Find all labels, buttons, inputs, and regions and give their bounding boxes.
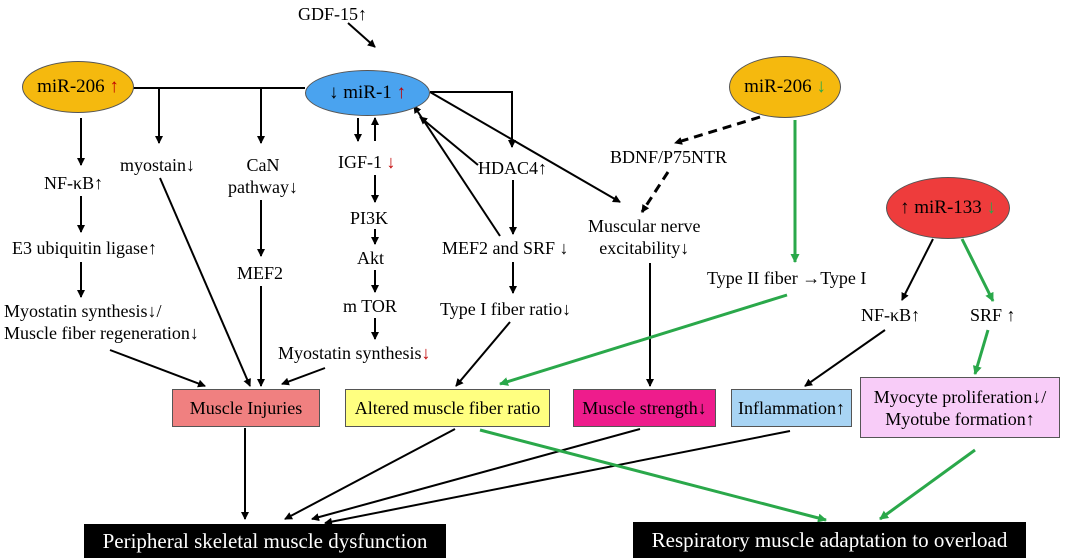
myostatin-synthesis-down-arrow: ↓ (421, 343, 431, 363)
edge-mir1-nerve (429, 91, 621, 203)
type1-ratio-label: Type I fiber ratio↓ (440, 299, 572, 319)
hdac4-label: HDAC4↑ (478, 158, 548, 178)
edge-strength-peripheral (311, 428, 641, 522)
e3-ligase-label: E3 ubiquitin ligase↑ (12, 238, 157, 258)
myocyte-box: Myocyte proliferation↓/ Myotube formatio… (860, 377, 1060, 438)
can-line: CaN (246, 155, 280, 175)
edge-bdnf-nerve (640, 171, 670, 213)
igf1-label: IGF-1 ↓ (338, 151, 396, 173)
myostatin-synthesis-text: Myostatin synthesis (278, 343, 422, 363)
edge-inflammation-peripheral (324, 430, 791, 526)
muscle-strength-box: Muscle strength↓ (573, 389, 716, 427)
edge-myosyn-injuries (281, 367, 326, 386)
edge-type2-fiberratio (499, 293, 788, 386)
edge-mef2srf-mir1 (413, 105, 501, 237)
myotube-line: Myotube formation↑ (885, 408, 1035, 429)
mir206-left-up-arrow: ↑ (109, 76, 119, 97)
respiratory-adaptation-box: Respiratory muscle adaptation to overloa… (633, 522, 1026, 558)
pathway-line: pathway↓ (228, 177, 298, 197)
mir206-right-down-arrow: ↓ (816, 76, 826, 97)
edge-fiberratio-respiratory (479, 428, 827, 523)
inflammation-box: Inflammation↑ (731, 389, 852, 427)
igf1-down-arrow: ↓ (386, 152, 396, 172)
mir206-left-label: miR-206 (37, 76, 105, 97)
nerve-line: Muscular nerve (588, 216, 701, 236)
nfkb-right-label: NF-κB↑ (861, 305, 921, 325)
pi3k-label: PI3K (350, 208, 389, 228)
myostatin-synthesis-label: Myostatin synthesis↓ (278, 342, 431, 364)
edge-mir133-srf (960, 238, 995, 302)
myostatin-synthesis-line: Myostatin synthesis↓/ (4, 301, 162, 321)
peripheral-dysfunction-box: Peripheral skeletal muscle dysfunction (84, 524, 446, 558)
edge-type1-fiberratio (455, 321, 511, 387)
mir133-label: ↑ miR-133 (899, 197, 982, 218)
mir1-label: ↓ miR-1 (328, 82, 392, 103)
edge-mir1-hdac4-bracket (430, 91, 516, 148)
mef2-srf-label: MEF2 and SRF ↓ (442, 238, 569, 258)
muscle-injuries-box: Muscle Injuries (172, 389, 320, 427)
edge-myostain-injuries (159, 177, 251, 387)
edge-nfkb-inflammation (804, 329, 886, 387)
excitability-line: excitability↓ (599, 238, 690, 258)
edge-fiberratio-peripheral (284, 428, 456, 520)
edge-mir206right-bdnf (674, 115, 761, 145)
edge-myostatin-injuries (109, 349, 206, 388)
mir133-down-arrow: ↓ (986, 197, 997, 218)
akt-label: Akt (357, 248, 384, 268)
edge-myocyte-respiratory (879, 448, 976, 521)
mir206-right-node: miR-206 ↓ (729, 56, 841, 118)
myostatin-regeneration-label: Myostatin synthesis↓/ Muscle fiber regen… (4, 300, 199, 344)
igf1-text: IGF-1 (338, 152, 387, 172)
gdf15-label: GDF-15↑ (298, 4, 368, 24)
bdnf-label: BDNF/P75NTR (610, 147, 728, 167)
mir1-up-arrow: ↑ (396, 82, 407, 103)
mir1-node: ↓ miR-1 ↑ (305, 70, 430, 116)
mir133-node: ↑ miR-133 ↓ (886, 177, 1010, 239)
mtor-label: m TOR (343, 296, 397, 316)
fiber-regeneration-line: Muscle fiber regeneration↓ (4, 323, 199, 343)
nfkb-left-label: NF-κB↑ (44, 173, 104, 193)
mef2-label: MEF2 (237, 263, 284, 283)
fiber-ratio-box: Altered muscle fiber ratio (345, 389, 550, 427)
type2-to-type1-label: Type II fiber →Type I (707, 268, 867, 288)
edge-hdac4-mir1 (419, 116, 479, 166)
edge-gdf15-mir1 (347, 22, 376, 48)
edge-mir133-nfkb (901, 238, 934, 301)
edge-srf-myocyte (972, 329, 990, 375)
nerve-excitability-label: Muscular nerve excitability↓ (588, 215, 700, 259)
mir206-left-node: miR-206 ↑ (22, 61, 134, 113)
myocyte-line: Myocyte proliferation↓/ (873, 386, 1047, 407)
srf-label: SRF ↑ (970, 305, 1016, 325)
can-pathway-label: CaN pathway↓ (228, 154, 298, 198)
myostain-label: myostain↓ (120, 155, 195, 175)
mir206-right-label: miR-206 (744, 76, 812, 97)
